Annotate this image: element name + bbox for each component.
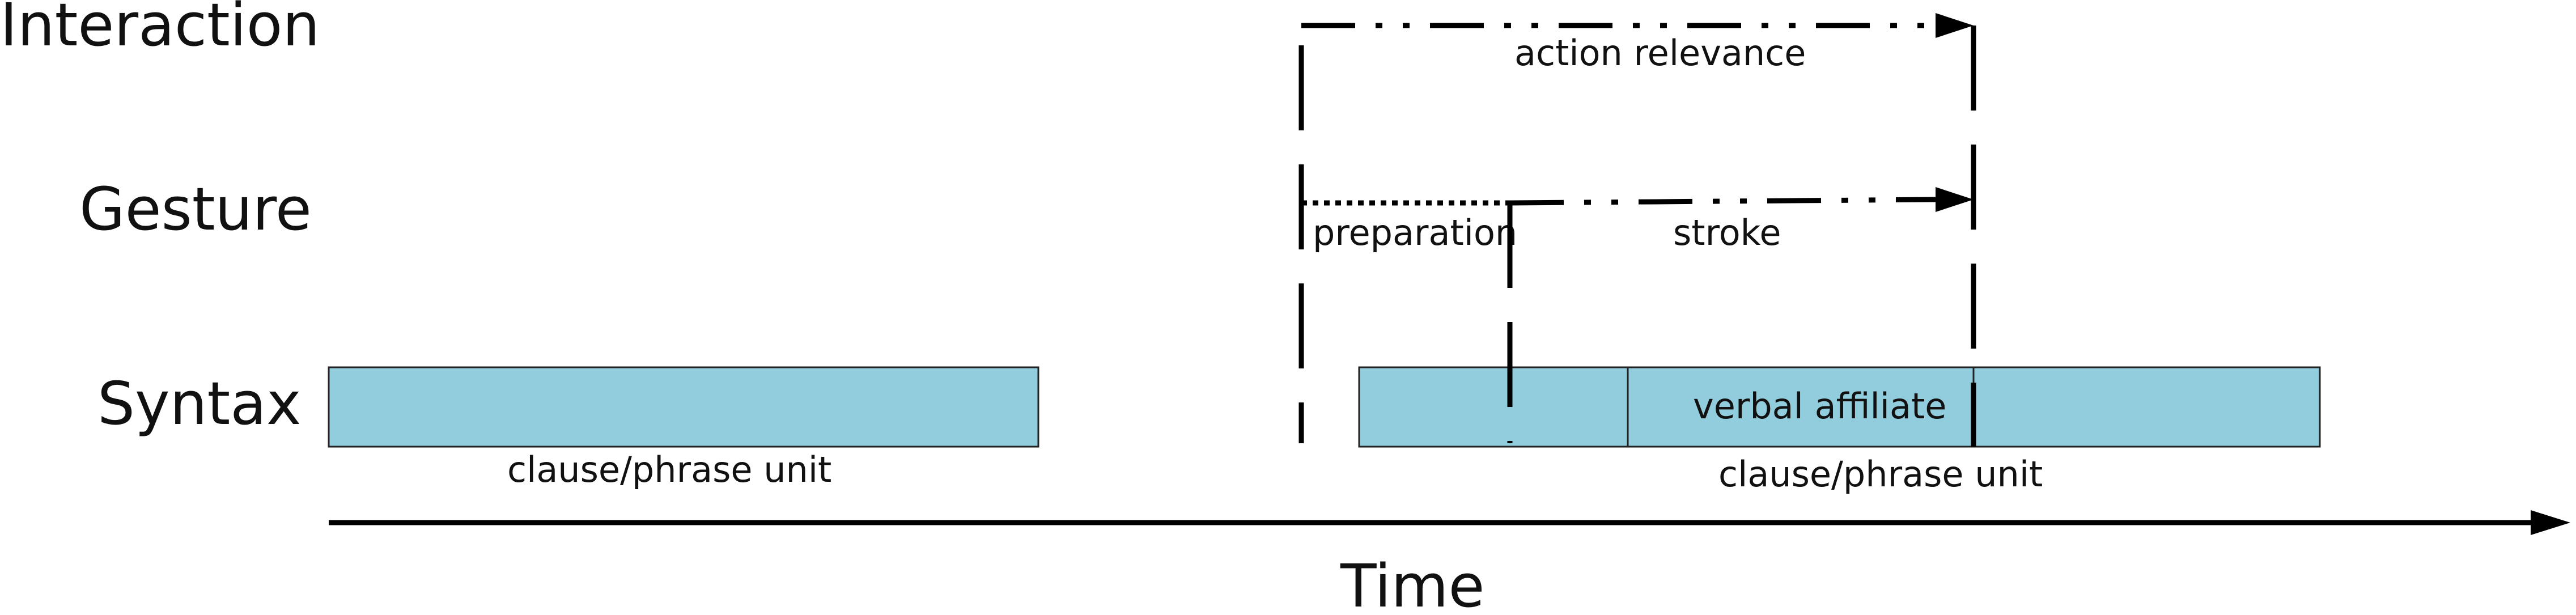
clause-bar-right [1358, 366, 2321, 448]
action-relevance-arrowhead [1936, 13, 1974, 38]
time-axis-label: Time [1340, 552, 1485, 615]
time-axis-arrowhead [2531, 510, 2570, 535]
row-label-gesture: Gesture [79, 175, 312, 244]
preparation-label: preparation [1313, 212, 1517, 253]
clause-unit-label-right: clause/phrase unit [1718, 453, 2043, 495]
stroke-label: stroke [1673, 212, 1781, 253]
action-relevance-label: action relevance [1514, 32, 1806, 74]
verbal-affiliate-label: verbal affiliate [1693, 385, 1946, 427]
row-label-interaction: Interaction [0, 0, 320, 60]
stroke-arrowhead [1936, 187, 1974, 212]
row-label-syntax: Syntax [97, 369, 302, 438]
stroke-arrow-line [1509, 197, 1936, 206]
clause-unit-label-left: clause/phrase unit [507, 449, 831, 490]
clause-bar-left [328, 366, 1039, 448]
